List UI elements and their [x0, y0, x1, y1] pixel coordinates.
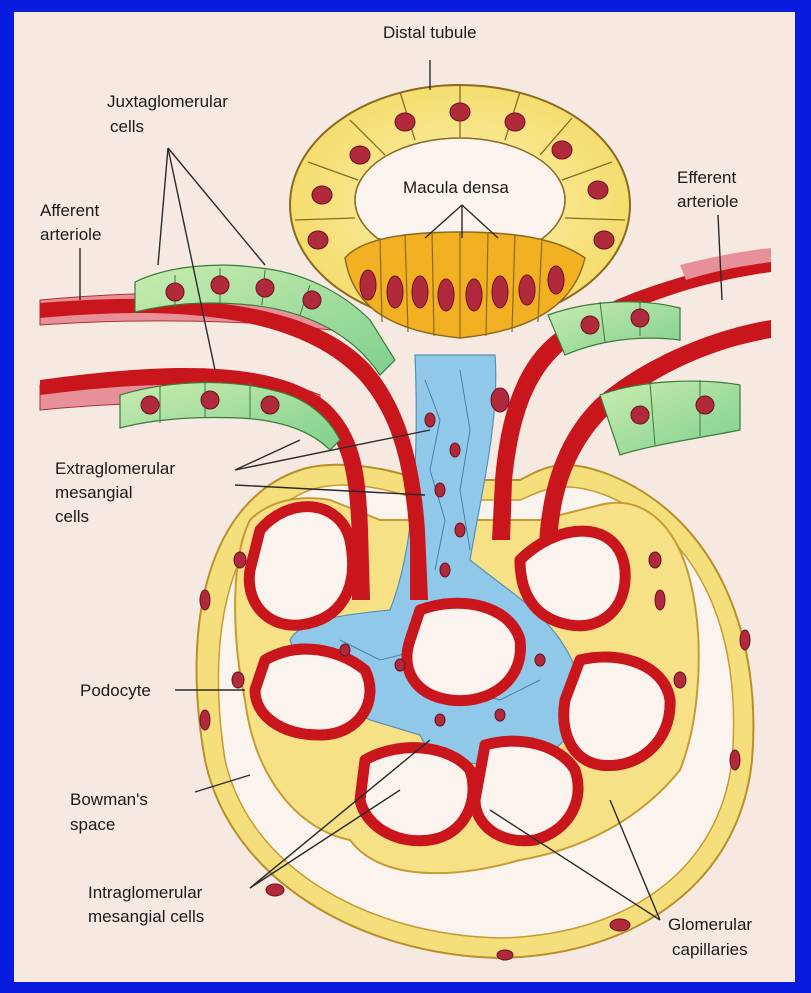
label-bowmans-space: space — [70, 815, 115, 834]
label-extraglomerular-mesangial: mesangial — [55, 483, 133, 502]
label-distal-tubule: Distal tubule — [383, 23, 477, 42]
label-efferent-arteriole: arteriole — [677, 192, 738, 211]
label-juxtaglomerular: Juxtaglomerular — [107, 92, 228, 111]
label-glomerular: Glomerular — [668, 915, 752, 934]
label-juxtaglomerular-cells: cells — [110, 117, 144, 136]
label-afferent-arteriole: arteriole — [40, 225, 101, 244]
label-efferent: Efferent — [677, 168, 737, 187]
label-bowmans: Bowman's — [70, 790, 148, 809]
label-podocyte: Podocyte — [80, 681, 151, 700]
diagram-plate: Distal tubule Juxtaglomerular cells Affe… — [14, 12, 795, 982]
juxtaglomerular-apparatus-diagram: Distal tubule Juxtaglomerular cells Affe… — [14, 12, 795, 982]
label-extraglomerular: Extraglomerular — [55, 459, 175, 478]
label-extraglomerular-cells: cells — [55, 507, 89, 526]
label-intraglomerular: Intraglomerular — [88, 883, 203, 902]
label-macula-densa: Macula densa — [403, 178, 509, 197]
label-glomerular-capillaries: capillaries — [672, 940, 748, 959]
label-afferent: Afferent — [40, 201, 100, 220]
label-intraglomerular-mesangial-cells: mesangial cells — [88, 907, 204, 926]
